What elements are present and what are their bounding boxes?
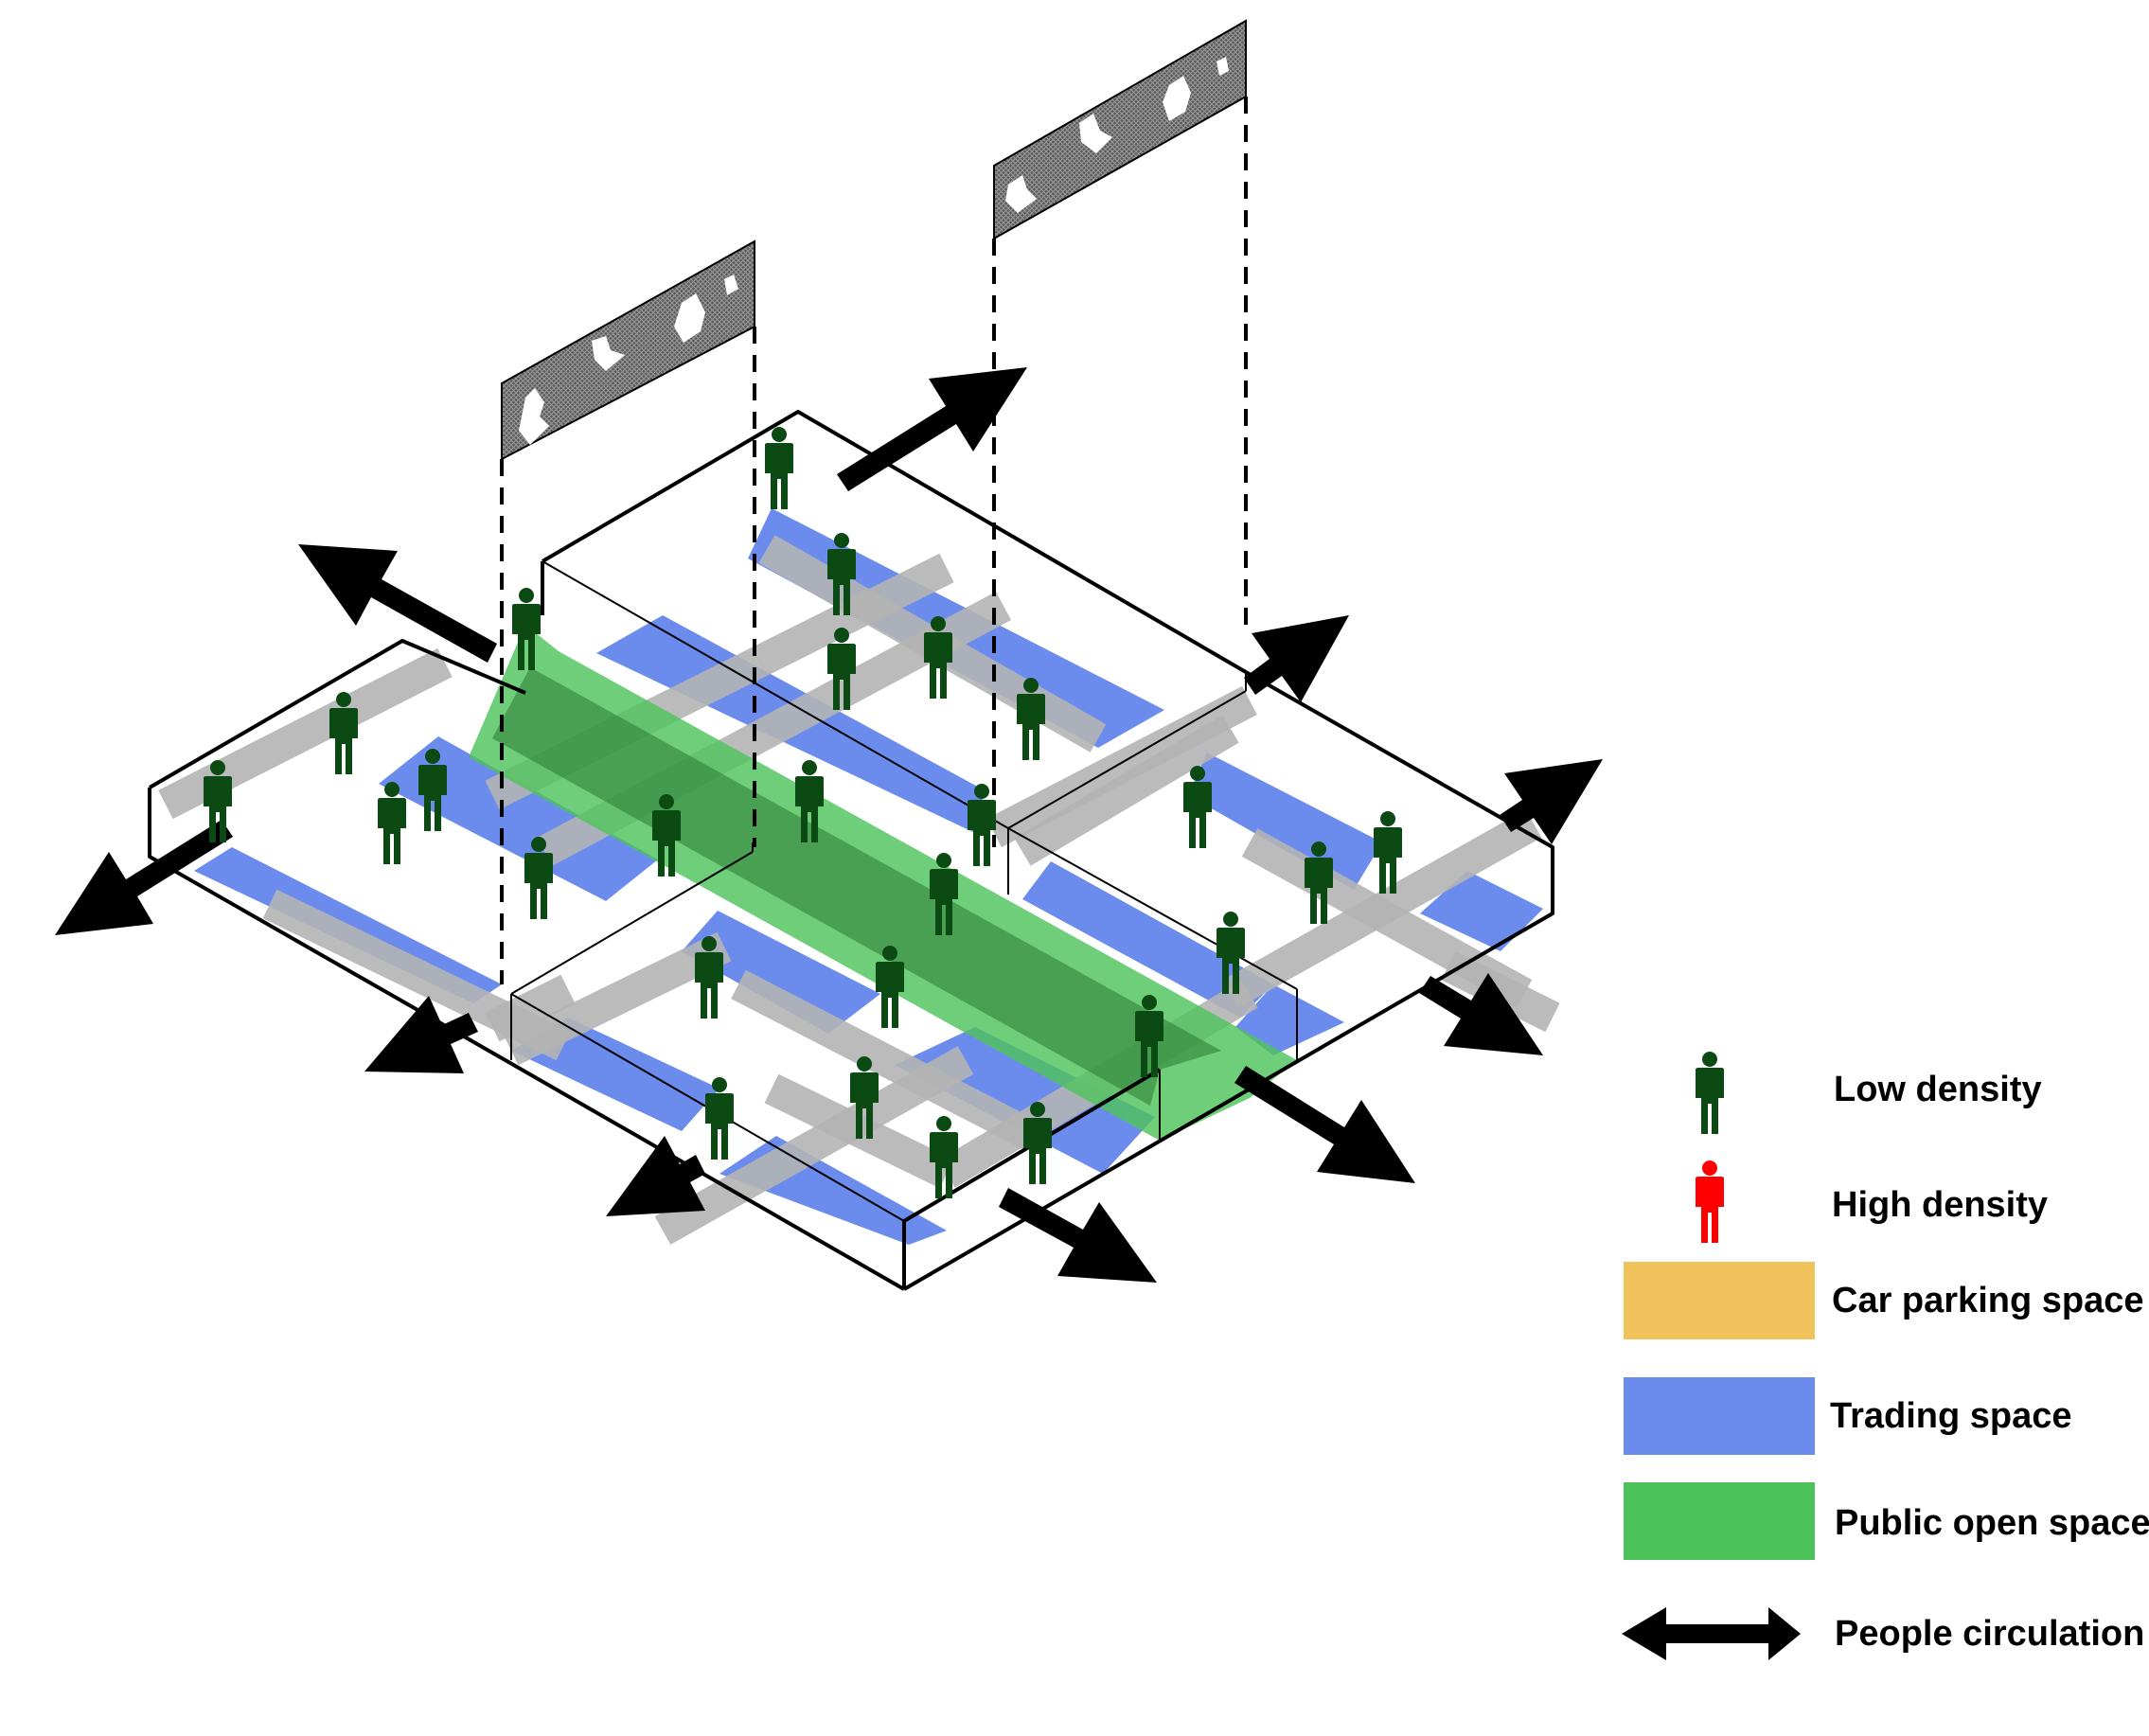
low-density-person-icon xyxy=(930,1116,958,1198)
legend-item-high-density: High density xyxy=(1696,1160,2048,1243)
block-edge-left-front xyxy=(148,788,498,1057)
canopy-panels xyxy=(500,19,1248,984)
circulation-path xyxy=(1222,809,1542,1008)
circulation-arrow xyxy=(1234,1066,1415,1183)
block-seam-5 xyxy=(1007,690,1247,829)
low-density-person-icon xyxy=(1696,1052,1724,1134)
legend-item-circulation: People circulation xyxy=(1622,1607,2144,1660)
legend-item-public-open: Public open space xyxy=(1624,1482,2149,1560)
legend-item-low-density: Low density xyxy=(1696,1052,2042,1134)
circulation-arrow xyxy=(298,544,497,663)
block-edge-right-front xyxy=(902,670,1554,1291)
legend-label-trading: Trading space xyxy=(1830,1396,2072,1436)
legend: Low density High density Car parking spa… xyxy=(1622,1052,2149,1660)
block-seam-7 xyxy=(1007,827,1298,990)
legend-label-high-density: High density xyxy=(1832,1185,2048,1225)
circulation-path xyxy=(504,931,732,1066)
canopy-cutouts-left xyxy=(519,275,738,445)
public-open-space xyxy=(469,625,1297,1141)
public-open-swatch xyxy=(1624,1482,1815,1560)
high-density-person-icon xyxy=(1696,1160,1724,1243)
legend-item-trading: Trading space xyxy=(1624,1377,2072,1455)
canopy-supports xyxy=(500,97,1248,984)
trading-patch xyxy=(1022,861,1273,1018)
circulation-path xyxy=(654,1046,974,1245)
low-density-person-icon xyxy=(765,427,793,509)
block-outlines xyxy=(148,410,1554,1291)
trading-patch xyxy=(379,736,658,901)
circulation-arrow xyxy=(606,1136,705,1216)
legend-label-public-open: Public open space xyxy=(1835,1503,2149,1543)
public-open-space-shade xyxy=(492,667,1221,1106)
block-edge-top-left xyxy=(148,639,526,789)
canopy-cutouts-right xyxy=(1005,57,1229,213)
circulation-arrow xyxy=(1244,615,1349,702)
circulation-arrow xyxy=(1419,973,1543,1055)
market-layout xyxy=(148,410,1560,1291)
legend-label-circulation: People circulation xyxy=(1835,1614,2144,1654)
trading-patch xyxy=(1420,871,1543,951)
block-seam-9 xyxy=(542,560,1009,829)
canopy-panel-right xyxy=(993,19,1247,240)
double-arrow-icon xyxy=(1622,1607,1801,1660)
block-seam-1 xyxy=(510,851,754,995)
low-density-person-icon xyxy=(1374,811,1402,894)
legend-label-low-density: Low density xyxy=(1834,1070,2042,1109)
circulation-arrow xyxy=(837,367,1027,491)
block-edge-top-right xyxy=(541,410,1248,674)
circulation-path xyxy=(1014,715,1239,866)
circulation-arrow xyxy=(999,1188,1157,1283)
circulation-arrows xyxy=(55,367,1603,1283)
circulation-path xyxy=(485,974,576,1042)
trading-patch xyxy=(682,911,880,1034)
legend-label-car-parking: Car parking space xyxy=(1832,1281,2143,1320)
trading-patch xyxy=(1235,984,1344,1055)
legend-item-car-parking: Car parking space xyxy=(1624,1262,2143,1339)
trading-patch xyxy=(1188,753,1382,890)
circulation-path xyxy=(731,969,1039,1151)
circulation-arrow xyxy=(1500,759,1603,844)
trading-swatch xyxy=(1624,1377,1815,1455)
circulation-arrow xyxy=(364,996,478,1073)
car-parking-swatch xyxy=(1624,1262,1815,1339)
circulation-arrow xyxy=(55,820,233,935)
